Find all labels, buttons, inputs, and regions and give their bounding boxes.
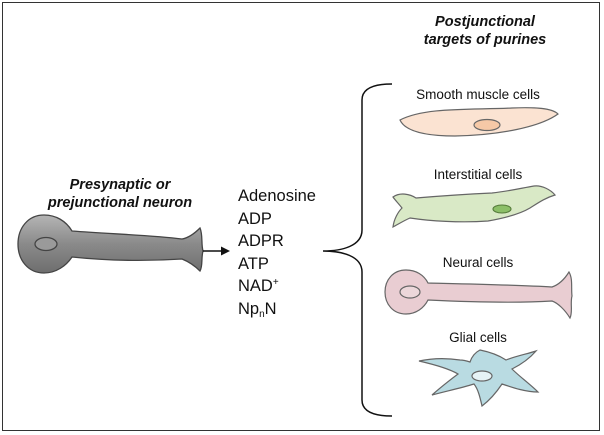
- interstitial-cell: [392, 185, 557, 229]
- interstitial-label: Interstitial cells: [433, 167, 523, 182]
- presynaptic-neuron-body: [17, 214, 204, 274]
- molecule-adenosine: Adenosine: [238, 187, 316, 205]
- molecule-nad-charge: +: [272, 277, 279, 288]
- glial-label: Glial cells: [449, 330, 507, 345]
- smooth-muscle-label: Smooth muscle cells: [416, 87, 540, 102]
- target-brace: [322, 83, 393, 417]
- smooth-muscle-cell: [399, 107, 559, 137]
- targets-heading-line1: Postjunctional: [435, 14, 535, 30]
- molecule-adpr: ADPR: [238, 232, 284, 250]
- molecule-nad-base: NAD: [238, 277, 273, 295]
- molecule-nad: NAD+: [238, 275, 316, 298]
- targets-heading-line2: targets of purines: [423, 32, 547, 48]
- targets-heading: Postjunctional targets of purines: [400, 13, 570, 49]
- molecule-atp: ATP: [238, 254, 269, 273]
- molecule-npn-suffix: N: [264, 299, 277, 318]
- molecule-adp: ADP: [238, 209, 272, 228]
- presynaptic-neuron: [17, 214, 204, 274]
- neural-label: Neural cells: [442, 255, 514, 270]
- molecule-npn: NpnN: [238, 298, 316, 321]
- presynaptic-label-line2: prejunctional neuron: [47, 195, 193, 211]
- presynaptic-nucleus: [34, 236, 58, 252]
- presynaptic-label-line1: Presynaptic or: [69, 177, 171, 193]
- neural-cell: [384, 269, 573, 320]
- molecule-npn-prefix: Np: [238, 299, 260, 318]
- molecule-npn-subscript: n: [259, 308, 265, 320]
- glial-cell: [418, 349, 540, 408]
- presynaptic-label: Presynaptic or prejunctional neuron: [25, 176, 215, 212]
- release-arrow: [203, 246, 230, 256]
- purine-molecule-list: Adenosine ADP ADPR ATP NAD+ NpnN: [238, 185, 316, 320]
